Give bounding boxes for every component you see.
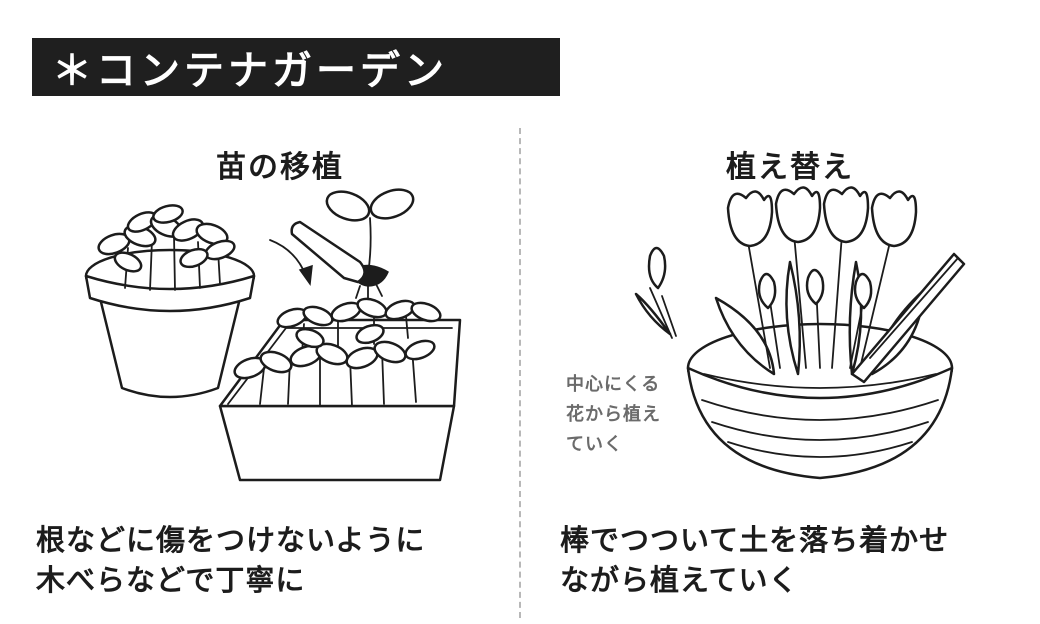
note-line: 中心にくる — [566, 374, 661, 395]
tulip-flower-icon — [726, 186, 918, 248]
right-caption: 棒でつついて土を落ち着かせ ながら植えていく — [560, 520, 949, 600]
arrow-icon — [269, 239, 313, 287]
right-panel-title: 植え替え — [726, 150, 854, 185]
planter-bowl-icon — [686, 322, 954, 480]
panel-divider — [519, 128, 521, 618]
section-title: ＊コンテナガーデン — [52, 48, 448, 94]
left-caption-line: 根などに傷をつけないように — [36, 523, 426, 557]
planting-stick-icon — [850, 252, 966, 384]
tulip-bud-icon — [634, 246, 677, 339]
seedling-tray-icon — [218, 297, 462, 482]
tulip-planting-illustration — [634, 186, 966, 480]
section-title-bar: ＊コンテナガーデン — [32, 38, 560, 96]
left-caption: 根などに傷をつけないように 木べらなどで丁寧に — [36, 520, 425, 600]
note-line: ていく — [566, 434, 623, 455]
left-panel-title: 苗の移植 — [216, 150, 344, 185]
right-caption-line: ながら植えていく — [560, 563, 799, 597]
seedling-transplant-illustration — [84, 188, 462, 482]
planting-order-note: 中心にくる 花から植え ていく — [566, 370, 661, 460]
right-caption-line: 棒でつついて土を落ち着かせ — [560, 523, 950, 557]
wooden-spatula-icon — [290, 220, 366, 284]
note-line: 花から植え — [566, 404, 661, 425]
lifted-seedling-icon — [325, 188, 415, 301]
left-caption-line: 木べらなどで丁寧に — [36, 563, 306, 597]
seedling-pot-icon — [84, 204, 256, 399]
